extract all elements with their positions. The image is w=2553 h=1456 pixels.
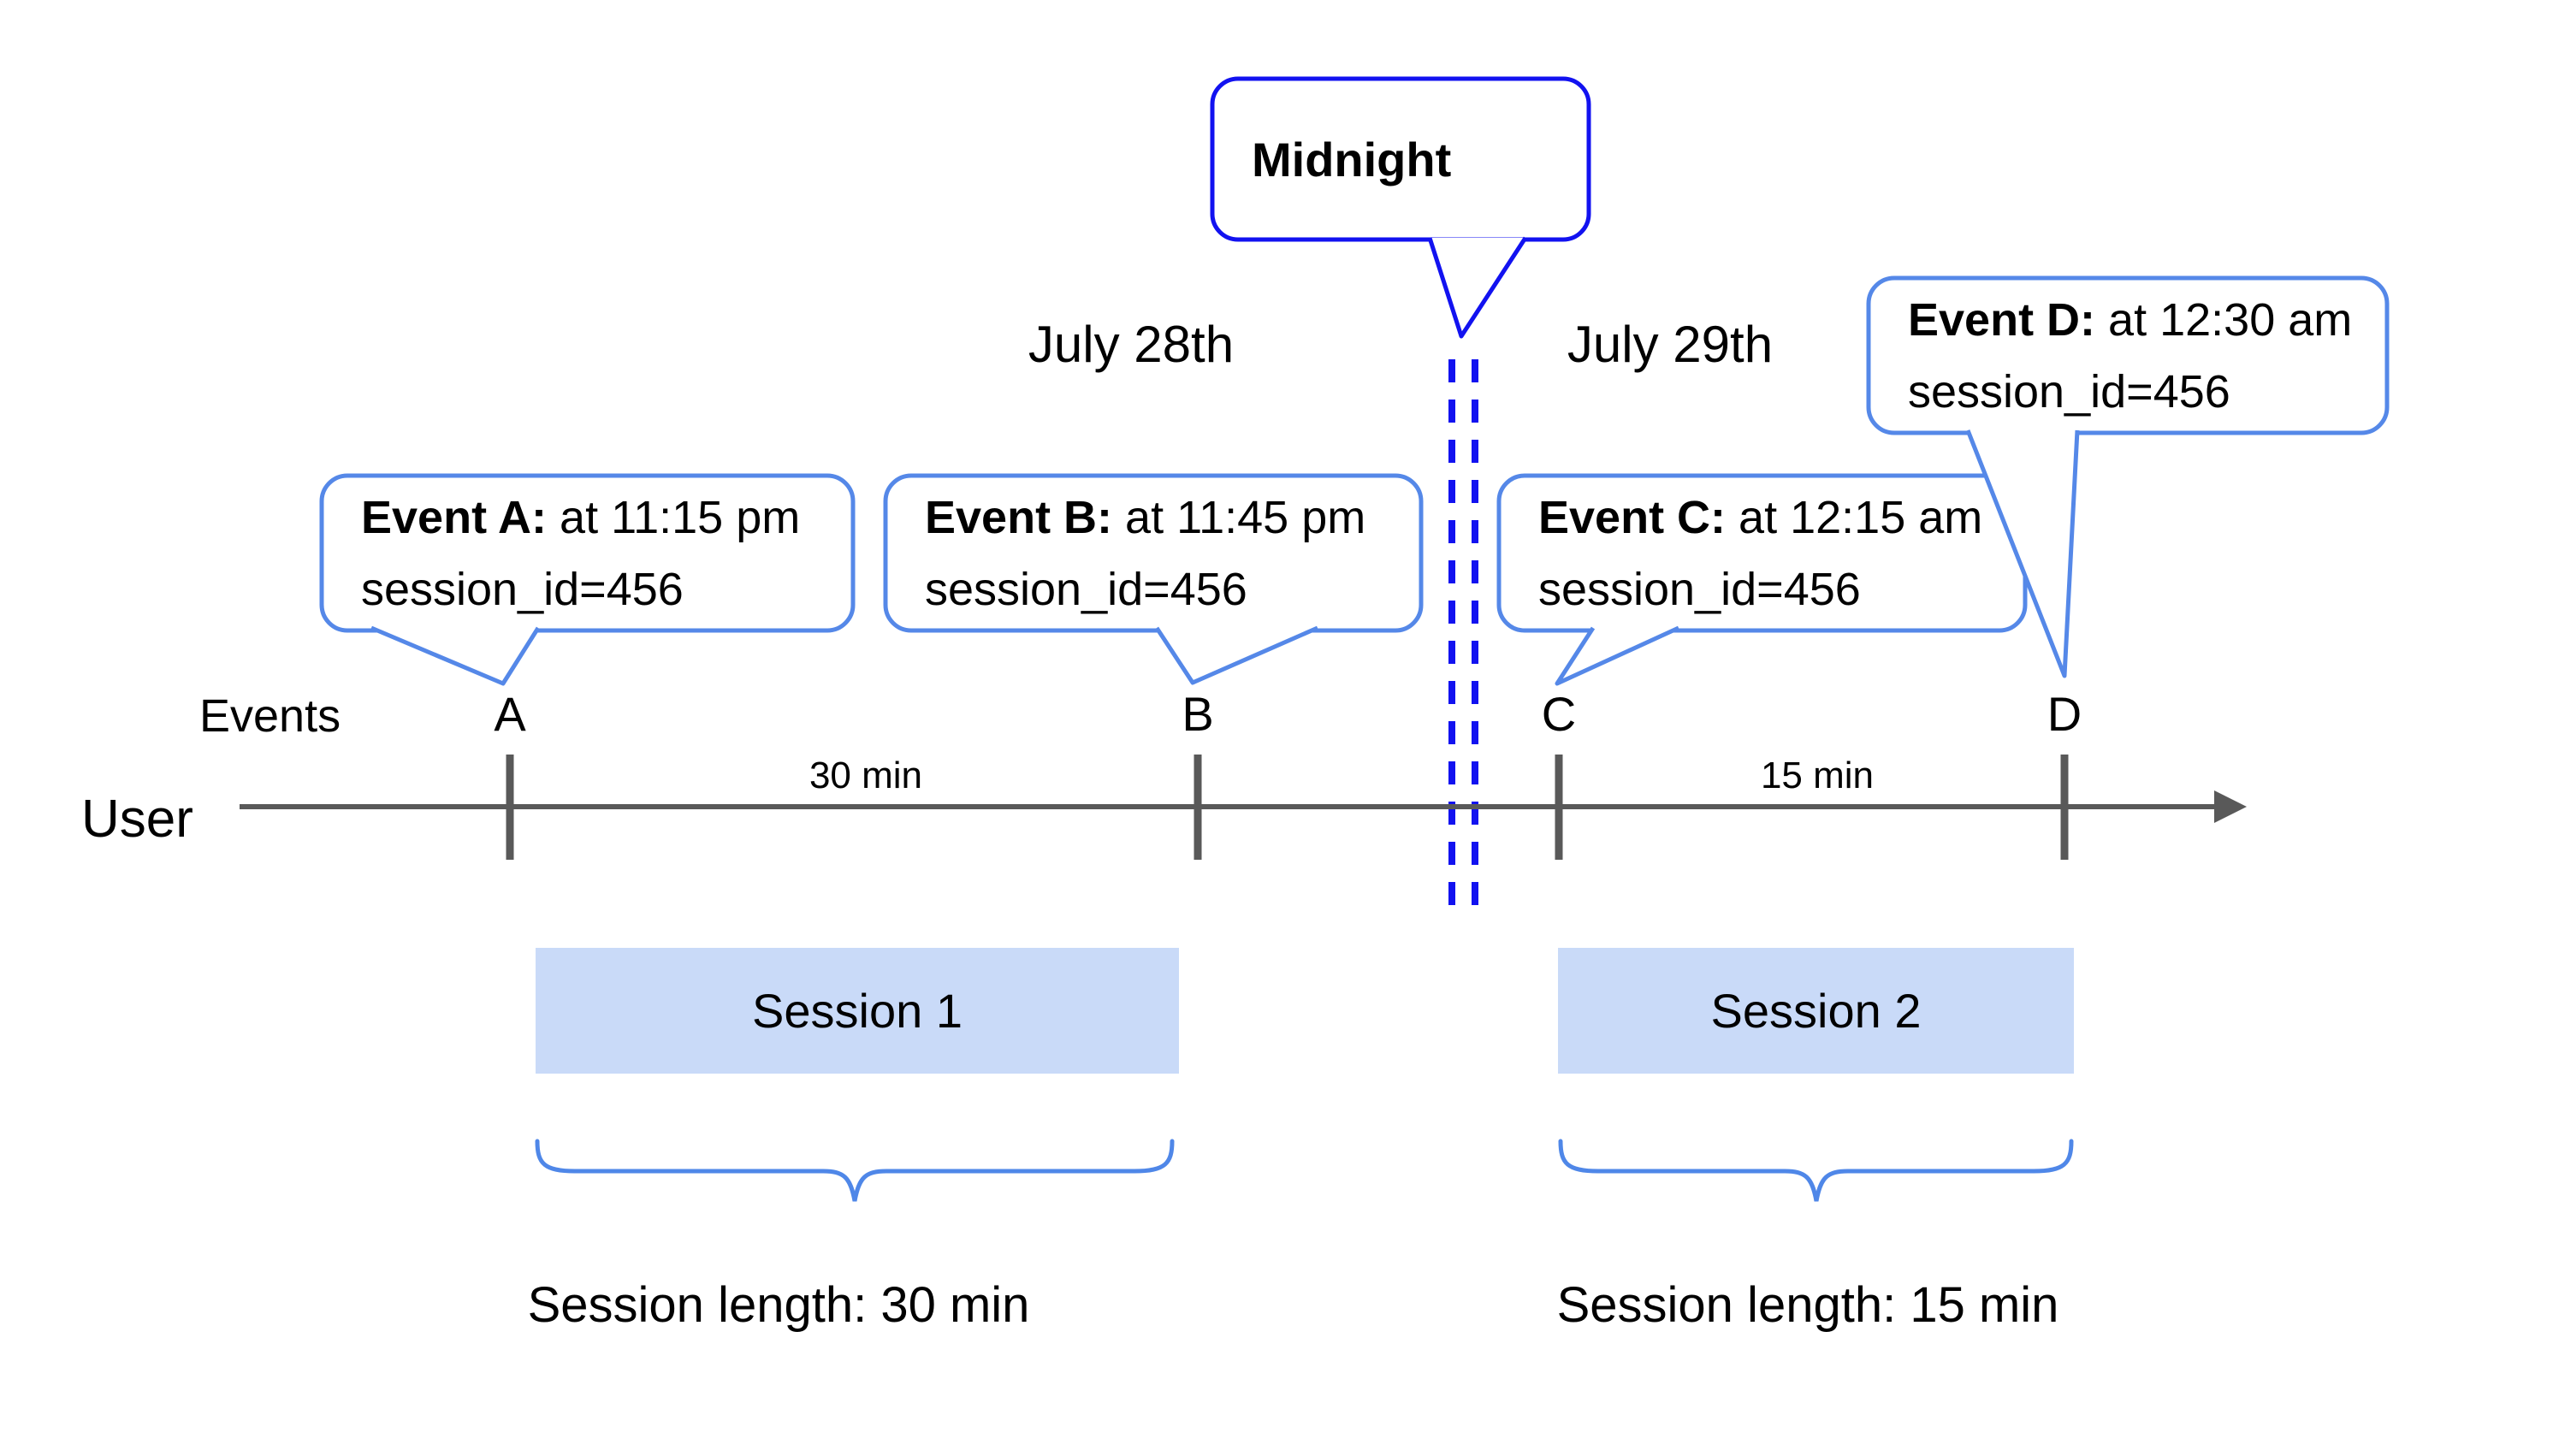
tick-label-b: B	[1182, 687, 1214, 741]
event-c-callout: Event C: at 12:15 am session_id=456	[1499, 476, 2025, 630]
midnight-callout-tail	[1427, 236, 1528, 339]
event-a-callout-tail	[370, 625, 541, 686]
session-2-box: Session 2	[1558, 948, 2074, 1074]
events-row-label: Events	[199, 690, 341, 742]
session-1-name: Session 1	[752, 984, 963, 1038]
event-a-line-1: Event A: at 11:15 pm	[361, 482, 853, 553]
session-1-length: Session length: 30 min	[527, 1277, 1030, 1333]
event-b-session-id: session_id=456	[925, 563, 1247, 615]
event-a-session-id: session_id=456	[361, 563, 684, 615]
midnight-callout-shape	[1210, 76, 1591, 242]
session-2-brace	[1558, 1139, 2074, 1202]
session-1-brace	[535, 1139, 1175, 1202]
event-d-callout-shape	[1866, 275, 2390, 435]
event-a-callout: Event A: at 11:15 pm session_id=456	[322, 476, 853, 630]
midnight-label: Midnight	[1252, 132, 1452, 186]
event-c-callout-tail	[1555, 625, 1680, 686]
session-2-name: Session 2	[1710, 984, 1922, 1038]
event-c-title: Event C:	[1538, 491, 1727, 543]
event-b-time: at 11:45 pm	[1112, 491, 1366, 543]
tick-label-d: D	[2047, 687, 2082, 741]
midnight-callout: Midnight	[1212, 79, 1589, 240]
event-a-callout-shape	[319, 473, 856, 633]
tick-label-a: A	[494, 687, 526, 741]
event-b-callout-shape	[883, 473, 1424, 633]
event-b-title: Event B:	[925, 491, 1113, 543]
event-c-session-id: session_id=456	[1538, 563, 1861, 615]
event-d-callout: Event D: at 12:30 am session_id=456	[1869, 278, 2387, 433]
event-a-title: Event A:	[361, 491, 548, 543]
event-c-line-1: Event C: at 12:15 am	[1538, 482, 2025, 553]
event-a-time: at 11:15 pm	[547, 491, 801, 543]
interval-15-min: 15 min	[1760, 755, 1875, 796]
event-d-callout-tail	[1965, 429, 2080, 678]
date-july-29: July 29th	[1567, 316, 1774, 373]
interval-30-min: 30 min	[809, 755, 923, 796]
session-2-length: Session length: 15 min	[1556, 1277, 2059, 1333]
event-d-title: Event D:	[1908, 293, 2096, 346]
user-line-label: User	[81, 790, 193, 849]
session-1-box: Session 1	[536, 948, 1179, 1074]
event-d-session-id: session_id=456	[1908, 365, 2230, 417]
event-d-line-1: Event D: at 12:30 am	[1908, 284, 2387, 356]
event-b-line-1: Event B: at 11:45 pm	[925, 482, 1421, 553]
timeline-arrowhead-icon	[2214, 790, 2247, 823]
event-b-callout: Event B: at 11:45 pm session_id=456	[886, 476, 1421, 630]
event-b-callout-tail	[1154, 625, 1319, 685]
date-july-28: July 28th	[1028, 316, 1235, 373]
event-d-time: at 12:30 am	[2095, 293, 2353, 346]
tick-label-c: C	[1541, 687, 1577, 741]
event-c-time: at 12:15 am	[1726, 491, 1983, 543]
